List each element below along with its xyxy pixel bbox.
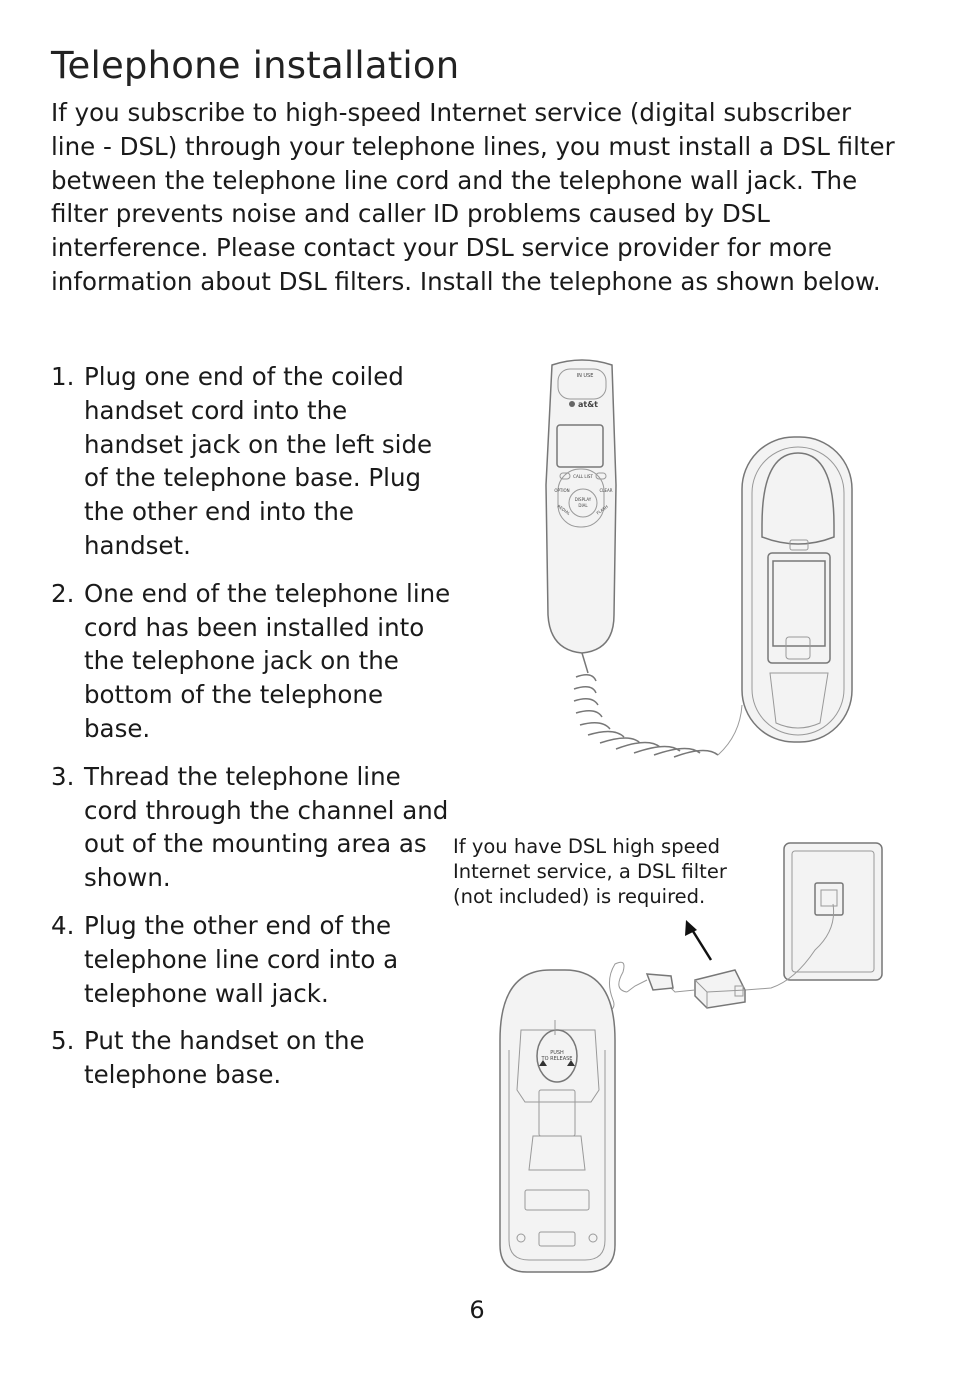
step-item: 2. One end of the telephone line cord ha… [51,577,451,746]
brand-globe-icon [569,401,575,407]
release-arrow-right-icon [567,1060,575,1066]
to-release-label: TO RELEASE [541,1056,573,1062]
pointer-arrow-icon [685,920,713,961]
brand-logo-text: at&t [578,400,598,409]
step-item: 1. Plug one end of the coiled handset co… [51,360,451,563]
push-label: PUSH [550,1050,564,1056]
dsl-filter-note: If you have DSL high speed Internet serv… [453,835,727,908]
display-label: DISPLAY [575,497,592,502]
step-text: One end of the telephone line cord has b… [84,578,451,743]
page-number: 6 [469,1296,485,1324]
page-title: Telephone installation [51,44,460,87]
dial-label: DIAL [578,503,588,508]
step-item: 3. Thread the telephone line cord throug… [51,760,451,895]
step-number: 5. [51,1026,75,1056]
handset: IN USE at&t CALL LIST OPTION CLEAR DISPL… [545,359,617,654]
flash-label: FLASH [595,504,608,515]
coiled-handset-cord [573,652,743,758]
option-label: OPTION [554,488,569,493]
step-text: Plug one end of the coiled handset cord … [84,362,433,560]
step-number: 1. [51,362,75,391]
installation-steps: 1. Plug one end of the coiled handset co… [51,360,451,1106]
step-number: 3. [51,761,75,791]
call-list-label: CALL LIST [573,474,593,479]
clear-label: CLEAR [599,488,612,493]
phone-back-illustration: PUSH TO RELEASE [499,842,883,1273]
step-text: Plug the other end of the telephone line… [84,910,399,1008]
step-text: Thread the telephone line cord through t… [84,761,449,893]
step-text: Put the handset on the telephone base. [84,1026,365,1090]
step-item: 5. Put the handset on the telephone base… [51,1024,451,1092]
wall-jack [744,842,883,991]
step-number: 4. [51,910,75,940]
phone-front-illustration: IN USE at&t CALL LIST OPTION CLEAR DISPL… [545,359,853,758]
telephone-base-back: PUSH TO RELEASE [499,969,616,1273]
step-item: 4. Plug the other end of the telephone l… [51,909,451,1010]
telephone-base-front [741,436,853,743]
dsl-filter [626,969,746,1009]
in-use-label: IN USE [577,373,594,379]
intro-paragraph: If you subscribe to high-speed Internet … [51,98,895,296]
release-arrow-left-icon [539,1060,547,1066]
step-number: 2. [51,578,75,608]
